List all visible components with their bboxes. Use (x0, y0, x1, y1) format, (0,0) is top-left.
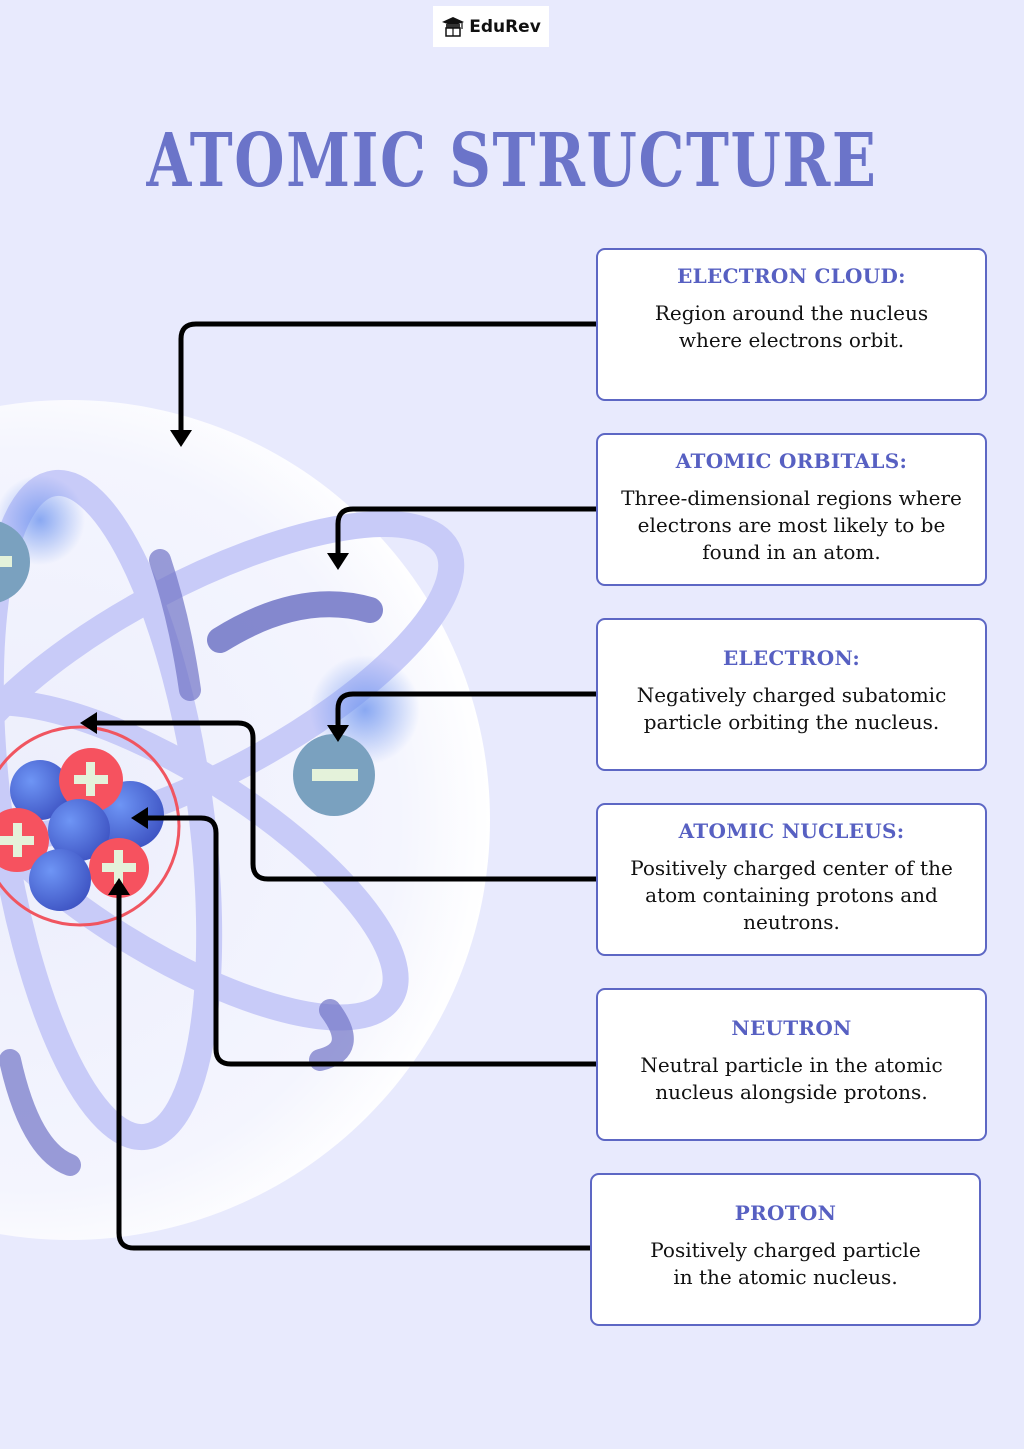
leader-electron (335, 691, 597, 727)
orbit-shade-2 (149, 549, 201, 701)
proton-particle (0, 808, 49, 872)
arrowheads (80, 430, 349, 895)
electron (293, 734, 375, 816)
nucleus-ring (0, 725, 181, 927)
leader-lines (95, 321, 597, 1251)
card-atomic-orbitals: ATOMIC ORBITALS: Three-dimensional regio… (596, 433, 987, 586)
arrowhead-icon (170, 430, 192, 447)
leader-atomic-nucleus (95, 720, 597, 882)
card-electron: ELECTRON: Negatively charged subatomic p… (596, 618, 987, 771)
leader-atomic-orbitals (335, 506, 597, 555)
card-description: Region around the nucleus where electron… (654, 301, 929, 352)
card-neutron: NEUTRON Neutral particle in the atomic n… (596, 988, 987, 1141)
arrowhead-icon (327, 725, 349, 742)
orbit-shade-1 (207, 591, 383, 653)
card-electron-cloud: ELECTRON CLOUD: Region around the nucleu… (596, 248, 987, 401)
proton-particle (59, 748, 123, 812)
card-atomic-nucleus: ATOMIC NUCLEUS: Positively charged cente… (596, 803, 987, 956)
card-description: Three-dimensional regions where electron… (621, 486, 962, 564)
card-description: Negatively charged subatomic particle or… (636, 683, 947, 734)
neutron-particle (29, 849, 91, 911)
arrowhead-icon (327, 553, 349, 570)
leader-proton (116, 893, 591, 1251)
card-title: NEUTRON (731, 1016, 852, 1040)
card-description: Neutral particle in the atomic nucleus a… (640, 1053, 943, 1104)
graduation-cap-icon (442, 16, 465, 37)
neutron-particle (48, 799, 110, 861)
proton-particle (89, 838, 149, 898)
electron-left (0, 521, 30, 603)
edurev-logo[interactable]: EduRev (433, 6, 549, 47)
neutron-particle (10, 760, 70, 820)
arrowhead-icon (108, 878, 130, 895)
card-title: ATOMIC ORBITALS: (675, 449, 908, 473)
card-description: Positively charged particle in the atomi… (650, 1238, 921, 1289)
leader-electron-cloud (178, 321, 597, 432)
orbit-shade-4 (0, 1049, 81, 1176)
card-title: ELECTRON CLOUD: (677, 264, 906, 288)
page-title: ATOMIC STRUCTURE (146, 118, 878, 204)
card-description: Positively charged center of the atom co… (630, 856, 953, 934)
arrowhead-icon (80, 712, 97, 734)
brand-name: EduRev (469, 16, 541, 37)
card-title: ELECTRON: (722, 646, 861, 670)
card-title: PROTON (734, 1201, 837, 1225)
leader-neutron (146, 815, 597, 1067)
nucleus (0, 748, 164, 911)
orbit-shade-3 (309, 999, 354, 1071)
orbit-3 (0, 689, 409, 1031)
card-title: ATOMIC NUCLEUS: (678, 819, 905, 843)
card-proton: PROTON Positively charged particle in th… (590, 1173, 981, 1326)
arrowhead-icon (131, 807, 148, 829)
